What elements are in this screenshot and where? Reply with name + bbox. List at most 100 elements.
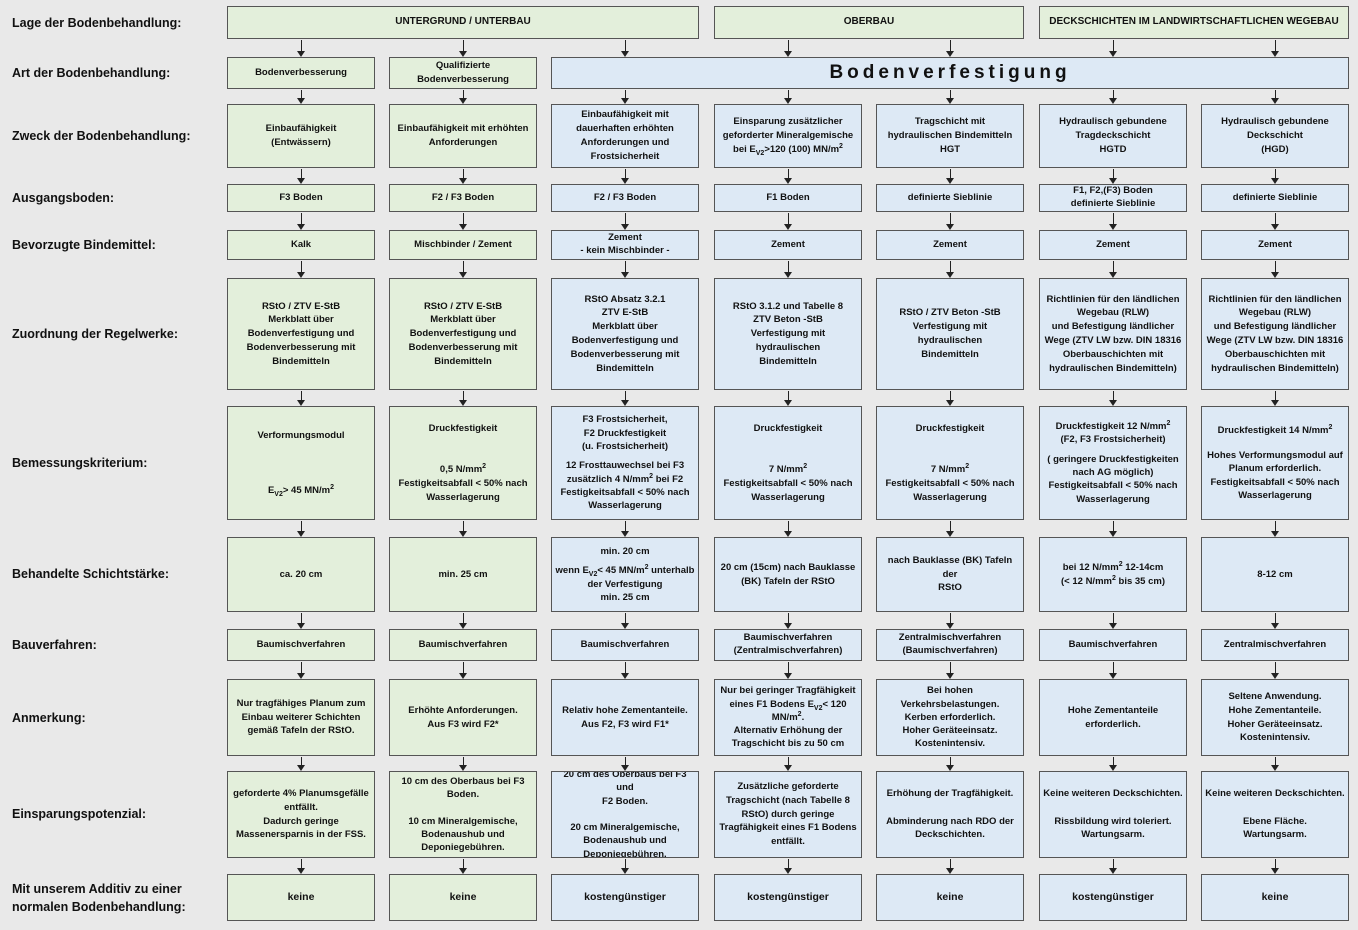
ausgangsboden-1: F3 Boden xyxy=(227,184,375,212)
bemessung-1-num: > 45 MN/m xyxy=(282,484,331,496)
schicht-7: 8-12 cm xyxy=(1201,537,1349,612)
bemessung-1-sup: 2 xyxy=(330,483,335,491)
einsparung-5: Erhöhung der Tragfähigkeit. Abminderung … xyxy=(876,771,1024,858)
label-bemessung: Bemessungskriterium: xyxy=(12,456,148,470)
bemessung-6-title: Druckfestigkeit 12 N/mm2(F2, F3 Frostsic… xyxy=(1056,420,1171,447)
ausgangsboden-3: F2 / F3 Boden xyxy=(551,184,699,212)
bemessung-5-num: 7 N/mm xyxy=(930,463,966,475)
schicht-3: min. 20 cm wenn EV2< 45 MN/m2 unterhalb … xyxy=(551,537,699,612)
bemessung-4-title: Druckfestigkeit xyxy=(753,422,823,434)
anmerkung-6: Hohe Zementanteile erforderlich. xyxy=(1039,679,1187,756)
einsparung-7: Keine weiteren Deckschichten. Ebene Fläc… xyxy=(1201,771,1349,858)
schicht-6-a: bei 12 N/mm xyxy=(1062,561,1119,573)
anmerkung-4-c: . Alternativ Erhöhung der Tragschicht bi… xyxy=(731,711,845,750)
schicht-3-sub: V2 xyxy=(588,571,598,579)
bemessung-2-note: Festigkeitsabfall < 50% nach Wasserlager… xyxy=(398,477,528,503)
bemessung-4-num: 7 N/mm xyxy=(768,463,804,475)
bauverfahren-1: Baumischverfahren xyxy=(227,629,375,661)
bemessung-4-note: Festigkeitsabfall < 50% nach Wasserlager… xyxy=(723,477,853,503)
bemessung-6: Druckfestigkeit 12 N/mm2(F2, F3 Frostsic… xyxy=(1039,406,1187,520)
bemessung-7-note: Hohes Verformungsmodul auf Planum erford… xyxy=(1207,450,1343,501)
schicht-6-sup1: 2 xyxy=(1118,560,1123,568)
art-qualifizierte-bodenverbesserung: Qualifizierte Bodenverbesserung xyxy=(389,57,537,89)
bemessung-6-num: Druckfestigkeit 12 N/mm xyxy=(1055,421,1167,433)
bemessung-2-title: Druckfestigkeit xyxy=(428,422,498,434)
anmerkung-3: Relativ hohe Zementanteile. Aus F2, F3 w… xyxy=(551,679,699,756)
bauverfahren-5: Zentralmischverfahren (Baumischverfahren… xyxy=(876,629,1024,661)
einsparung-3: 20 cm des Oberbaus bei F3 und F2 Boden. … xyxy=(551,771,699,858)
einsparung-2: 10 cm des Oberbaus bei F3 Boden. 10 cm M… xyxy=(389,771,537,858)
schicht-6: bei 12 N/mm2 12-14cm (< 12 N/mm2 bis 35 … xyxy=(1039,537,1187,612)
bemessung-3-note: bei F2 Festigkeitsabfall < 50% nach Wass… xyxy=(560,473,690,512)
bemessung-6-frost: (F2, F3 Frostsicherheit) xyxy=(1060,434,1166,446)
ausgangsboden-6: F1, F2,(F3) Boden definierte Sieblinie xyxy=(1039,184,1187,212)
zweck-4-sup: 2 xyxy=(839,142,843,150)
bauverfahren-6: Baumischverfahren xyxy=(1039,629,1187,661)
art-bodenverfestigung: Bodenverfestigung xyxy=(551,57,1349,89)
bemessung-1-value: EV2> 45 MN/m2 xyxy=(268,483,335,498)
bemessung-7: Druckfestigkeit 14 N/mm2 Hohes Verformun… xyxy=(1201,406,1349,520)
bemessung-7-title: Druckfestigkeit 14 N/mm2 xyxy=(1218,424,1333,437)
bemessung-7-num: Druckfestigkeit 14 N/mm xyxy=(1217,424,1329,436)
additiv-3: kostengünstiger xyxy=(551,874,699,921)
additiv-6: kostengünstiger xyxy=(1039,874,1187,921)
zweck-1: Einbaufähigkeit (Entwässern) xyxy=(227,104,375,168)
bauverfahren-2: Baumischverfahren xyxy=(389,629,537,661)
bauverfahren-4: Baumischverfahren (Zentralmischverfahren… xyxy=(714,629,862,661)
bemessung-2-sup: 2 xyxy=(482,462,487,470)
ausgangsboden-2: F2 / F3 Boden xyxy=(389,184,537,212)
anmerkung-7: Seltene Anwendung. Hohe Zementanteile. H… xyxy=(1201,679,1349,756)
zweck-4-text: Einsparung zusätzlicher geforderter Mine… xyxy=(722,116,854,155)
bemessung-1-sub: V2 xyxy=(274,490,283,498)
label-regelwerke: Zuordnung der Regelwerke: xyxy=(12,327,178,341)
anmerkung-1: Nur tragfähiges Planum zum Einbau weiter… xyxy=(227,679,375,756)
bindemittel-4: Zement xyxy=(714,230,862,260)
bemessung-3-title: F3 Frostsicherheit, F2 Druckfestigkeit (… xyxy=(581,414,669,453)
zweck-5: Tragschicht mit hydraulischen Bindemitte… xyxy=(876,104,1024,168)
additiv-1: keine xyxy=(227,874,375,921)
zweck-4: Einsparung zusätzlicher geforderter Mine… xyxy=(714,104,862,168)
ausgangsboden-4: F1 Boden xyxy=(714,184,862,212)
bindemittel-5: Zement xyxy=(876,230,1024,260)
regelwerke-5: RStO / ZTV Beton -StB Verfestigung mit h… xyxy=(876,278,1024,390)
regelwerke-3: RStO Absatz 3.2.1 ZTV E-StB Merkblatt üb… xyxy=(551,278,699,390)
bindemittel-1: Kalk xyxy=(227,230,375,260)
label-bauverfahren: Bauverfahren: xyxy=(12,638,97,652)
schicht-1: ca. 20 cm xyxy=(227,537,375,612)
bemessung-5-title: Druckfestigkeit xyxy=(915,422,985,434)
bemessung-5-sup: 2 xyxy=(965,462,970,470)
schicht-5: nach Bauklasse (BK) Tafeln der RStO xyxy=(876,537,1024,612)
bauverfahren-3: Baumischverfahren xyxy=(551,629,699,661)
anmerkung-4-text: Nur bei geringer Tragfähigkeit eines F1 … xyxy=(720,684,855,750)
anmerkung-4-a: Nur bei geringer Tragfähigkeit eines F1 … xyxy=(720,685,856,710)
regelwerke-6: Richtlinien für den ländlichen Wegebau (… xyxy=(1039,278,1187,390)
zweck-4-tail: >120 (100) MN/m xyxy=(764,143,840,155)
bemessung-3: F3 Frostsicherheit, F2 Druckfestigkeit (… xyxy=(551,406,699,520)
regelwerke-4: RStO 3.1.2 und Tabelle 8 ZTV Beton -StB … xyxy=(714,278,862,390)
bindemittel-2: Mischbinder / Zement xyxy=(389,230,537,260)
regelwerke-2: RStO / ZTV E-StB Merkblatt über Bodenver… xyxy=(389,278,537,390)
additiv-2: keine xyxy=(389,874,537,921)
zweck-4-sub: V2 xyxy=(755,149,765,157)
additiv-4: kostengünstiger xyxy=(714,874,862,921)
lage-deckschichten: DECKSCHICHTEN IM LANDWIRTSCHAFTLICHEN WE… xyxy=(1039,6,1349,39)
zweck-2: Einbaufähigkeit mit erhöhten Anforderung… xyxy=(389,104,537,168)
anmerkung-4-sup: 2 xyxy=(797,710,802,718)
schicht-3-e: wenn E xyxy=(555,565,589,577)
schicht-6-c: bis 35 cm) xyxy=(1115,575,1165,587)
additiv-5: keine xyxy=(876,874,1024,921)
bindemittel-7: Zement xyxy=(1201,230,1349,260)
bemessung-7-sup: 2 xyxy=(1328,423,1333,431)
art-bodenverbesserung: Bodenverbesserung xyxy=(227,57,375,89)
schicht-2: min. 25 cm xyxy=(389,537,537,612)
regelwerke-7: Richtlinien für den ländlichen Wegebau (… xyxy=(1201,278,1349,390)
schicht-4: 20 cm (15cm) nach Bauklasse (BK) Tafeln … xyxy=(714,537,862,612)
label-lage: Lage der Bodenbehandlung: xyxy=(12,16,182,30)
schicht-3-tail: unterhalb der Verfestigung min. 25 cm xyxy=(587,565,695,603)
anmerkung-4: Nur bei geringer Tragfähigkeit eines F1 … xyxy=(714,679,862,756)
